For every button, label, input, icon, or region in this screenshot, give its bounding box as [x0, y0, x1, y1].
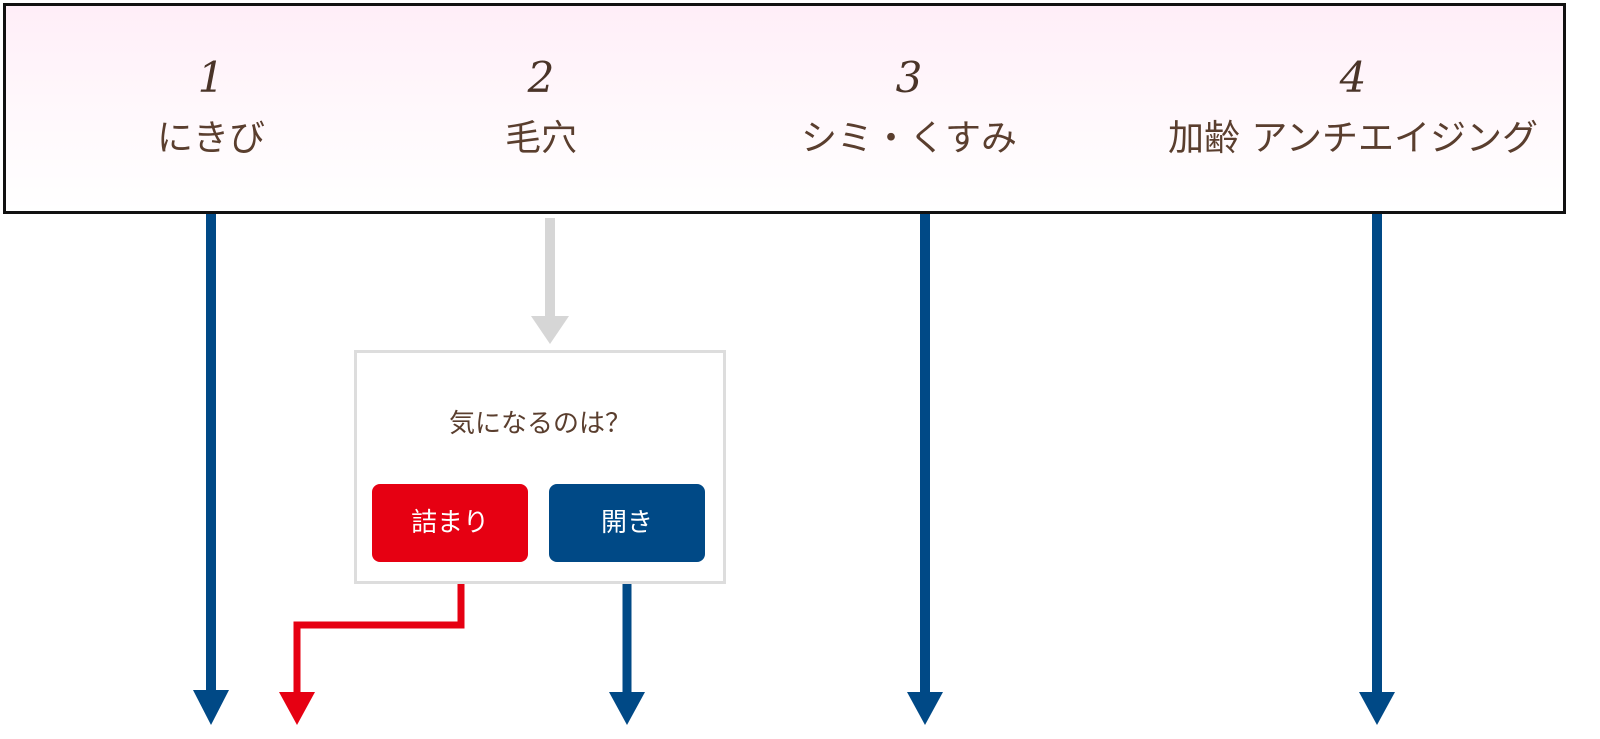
category-number: 2: [527, 53, 555, 102]
category-number: 4: [1339, 53, 1367, 102]
open-pores-button[interactable]: 開き: [549, 484, 705, 562]
question-text: 気になるのは？: [448, 409, 631, 439]
arrow-clog: [279, 575, 465, 725]
category-number: 3: [895, 53, 923, 102]
category-label: にきび: [156, 118, 266, 159]
category-pores[interactable]: 2 毛穴: [505, 52, 577, 162]
category-anti-aging[interactable]: 4 加齢 アンチエイジング: [1168, 52, 1538, 162]
category-header: 1 にきび 2 毛穴 3 シミ・くすみ 4 加齢 アンチエイジング: [3, 3, 1566, 214]
category-label: 毛穴: [504, 118, 578, 159]
category-label: シミ・くすみ: [800, 118, 1018, 159]
pore-question-box: 気になるのは？ 詰まり 開き: [354, 350, 726, 584]
category-acne[interactable]: 1 にきび: [157, 52, 265, 162]
arrow-anti-aging: [1359, 214, 1395, 725]
arrow-spots-dullness: [907, 214, 943, 725]
arrow-pores-to-question: [531, 218, 569, 344]
category-spots-dullness[interactable]: 3 シミ・くすみ: [801, 52, 1017, 162]
arrow-acne: [193, 214, 229, 725]
category-number: 1: [197, 53, 225, 102]
category-label: 加齢 アンチエイジング: [1167, 118, 1539, 159]
arrow-open: [609, 575, 645, 725]
clogged-pores-button[interactable]: 詰まり: [372, 484, 528, 562]
